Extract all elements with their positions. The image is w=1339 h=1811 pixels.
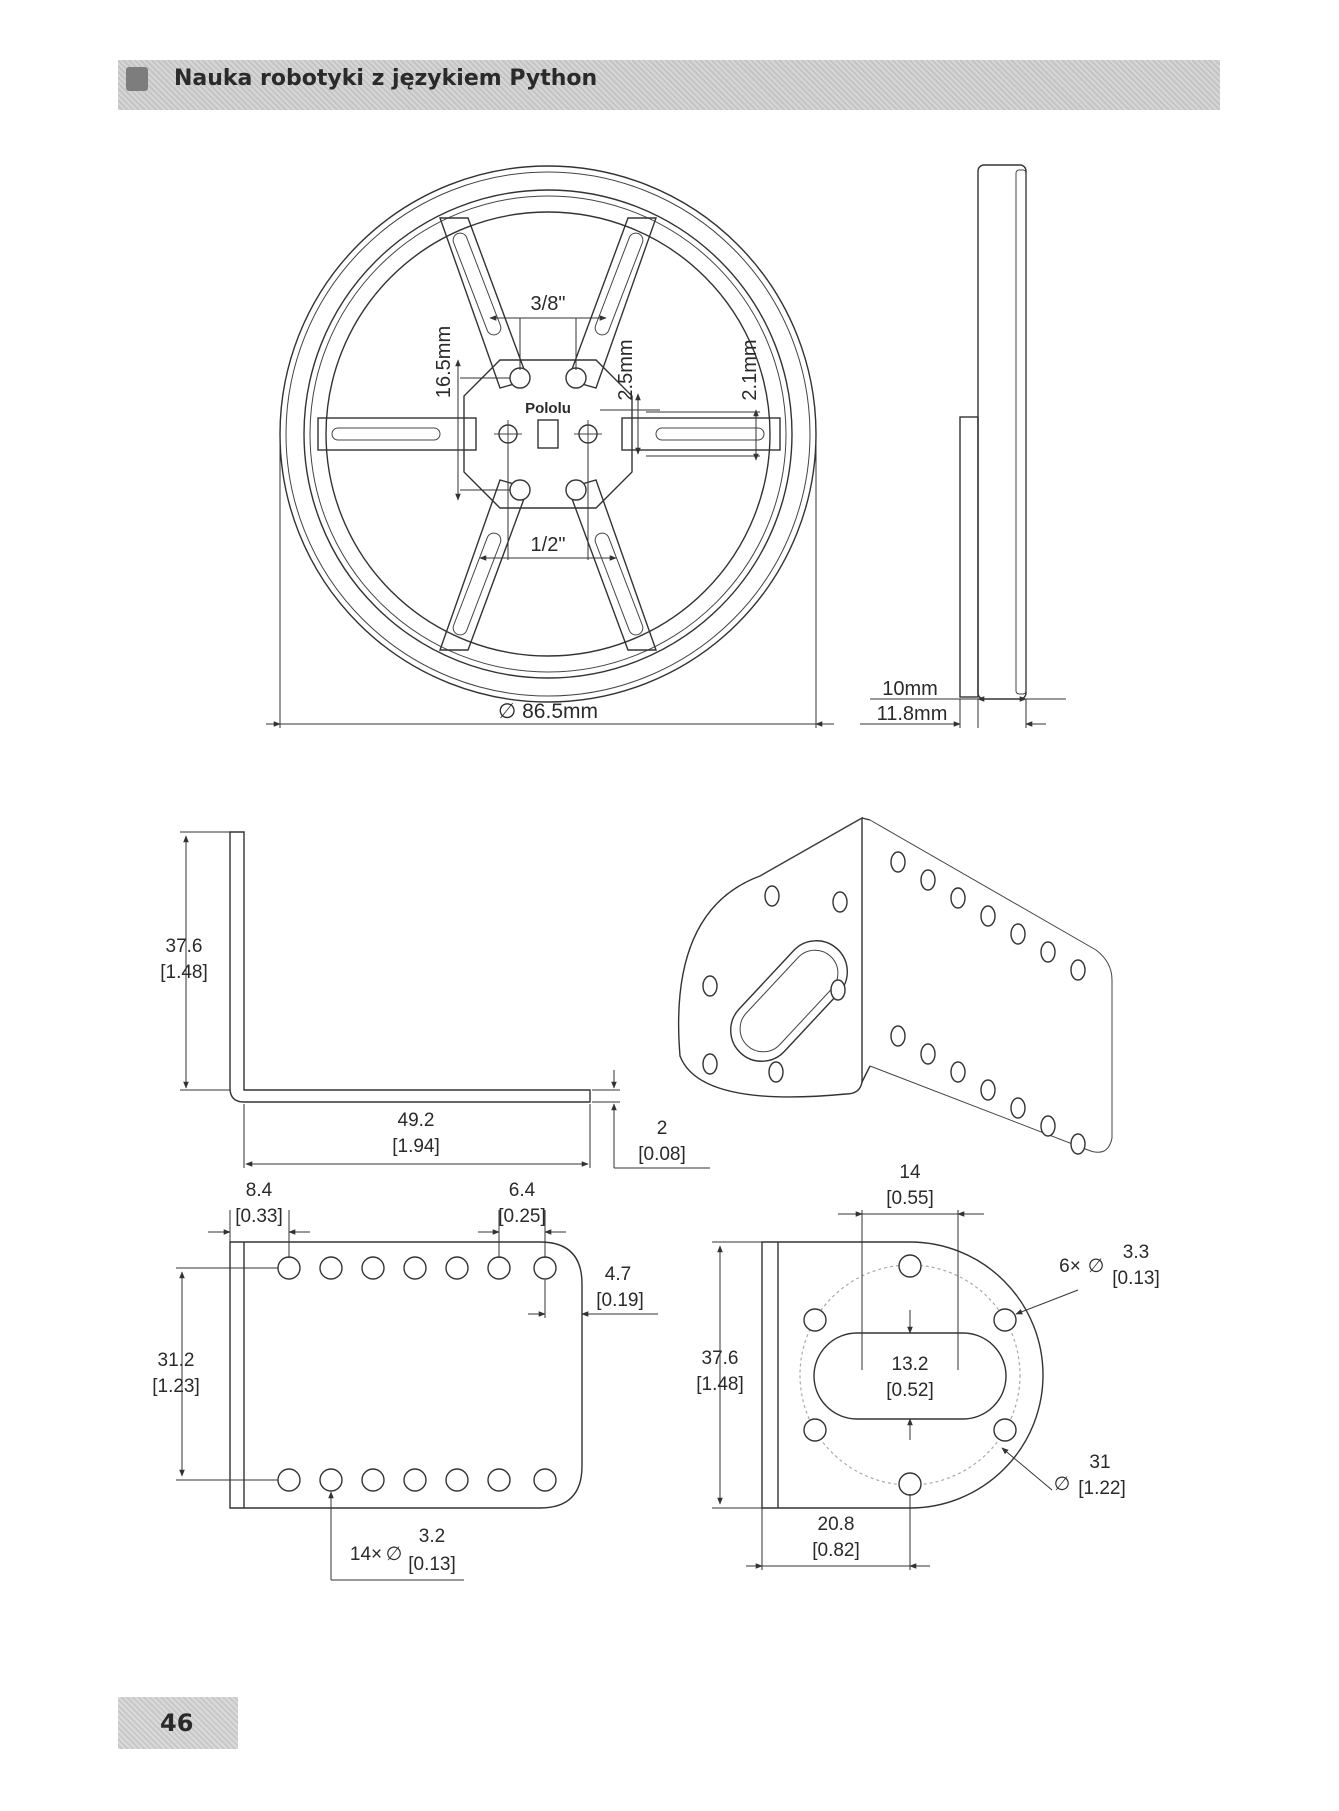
face-holes-count: 14× — [350, 1544, 382, 1565]
plate-slot-width-mm: 14 — [899, 1162, 921, 1183]
face-edge-left-in: [0.33] — [235, 1206, 283, 1227]
dim-3-8-label: 3/8" — [531, 293, 566, 315]
side-width-10-label: 10mm — [882, 678, 938, 700]
page-header: Nauka robotyki z językiem Python — [118, 60, 1220, 110]
wheel-logo: Pololu — [525, 400, 571, 417]
dim-2-5-label: 2.5mm — [615, 339, 637, 400]
face-row-spacing-in: [1.23] — [152, 1376, 200, 1397]
bracket-hole-face-view: 8.4 [0.33] 6.4 [0.25] 4.7 [0.19] 31.2 [1… — [152, 1180, 658, 1581]
plate-slot-height-in: [0.52] — [886, 1380, 934, 1401]
isometric-hole-row-top — [890, 851, 1086, 981]
header-marker — [126, 67, 148, 91]
face-row-spacing-mm: 31.2 — [158, 1350, 195, 1371]
plate-height-mm: 37.6 — [702, 1348, 739, 1369]
page-number-box: 46 — [118, 1697, 238, 1749]
face-edge-left-mm: 8.4 — [246, 1180, 273, 1201]
plate-holes-dia-in: [0.13] — [1112, 1268, 1160, 1289]
wheel-diameter-label: ∅ 86.5mm — [498, 700, 598, 723]
wheel-front-view: Pololu 3/8" 1/2" 16.5mm 2.5mm 2.1mm ∅ 86… — [266, 165, 834, 728]
profile-height-in: [1.48] — [160, 962, 208, 983]
profile-thickness-in: [0.08] — [638, 1144, 686, 1165]
profile-thickness-mm: 2 — [657, 1118, 668, 1139]
plate-slot-width-in: [0.55] — [886, 1188, 934, 1209]
wheel-side-view: 10mm 11.8mm — [860, 164, 1066, 728]
face-hole-row-bottom — [277, 1468, 557, 1492]
plate-height-in: [1.48] — [696, 1374, 744, 1395]
face-edge-side-mm: 4.7 — [605, 1264, 631, 1285]
dim-16-5-label: 16.5mm — [433, 326, 455, 398]
profile-length-in: [1.94] — [392, 1136, 440, 1157]
plate-holes-dia-symbol: ∅ — [1088, 1256, 1105, 1277]
dim-2-1-label: 2.1mm — [739, 339, 761, 400]
isometric-hole-row-bottom — [890, 1025, 1086, 1155]
bracket-isometric-view — [677, 816, 1113, 1155]
face-holes-dia-mm: 3.2 — [419, 1526, 445, 1547]
face-edge-right-in: [0.25] — [498, 1206, 546, 1227]
page-number: 46 — [160, 1709, 194, 1737]
header-title: Nauka robotyki z językiem Python — [174, 66, 598, 91]
profile-length-mm: 49.2 — [398, 1110, 435, 1131]
plate-circle-dia-symbol: ∅ — [1054, 1474, 1071, 1495]
plate-slot-height-mm: 13.2 — [892, 1354, 929, 1375]
bracket-motor-plate-view: 14 [0.55] 13.2 [0.52] 37.6 [1.48] 6× ∅ 3… — [696, 1162, 1160, 1570]
face-edge-right-mm: 6.4 — [509, 1180, 536, 1201]
plate-offset-in: [0.82] — [812, 1540, 860, 1561]
side-width-11-8-label: 11.8mm — [877, 703, 948, 725]
face-holes-dia-in: [0.13] — [408, 1554, 456, 1575]
dim-1-2-label: 1/2" — [531, 534, 566, 556]
face-edge-side-in: [0.19] — [596, 1290, 644, 1311]
profile-height-mm: 37.6 — [166, 936, 203, 957]
face-hole-row-top — [277, 1256, 557, 1280]
bracket-side-profile: 37.6 [1.48] 49.2 [1.94] 2 [0.08] — [160, 831, 710, 1169]
plate-holes-count: 6× — [1059, 1256, 1081, 1277]
plate-holes-dia-mm: 3.3 — [1123, 1242, 1149, 1263]
plate-circle-dia-in: [1.22] — [1078, 1478, 1126, 1499]
plate-circle-dia-mm: 31 — [1089, 1452, 1110, 1473]
plate-offset-mm: 20.8 — [818, 1514, 855, 1535]
face-holes-dia-symbol: ∅ — [386, 1544, 403, 1565]
